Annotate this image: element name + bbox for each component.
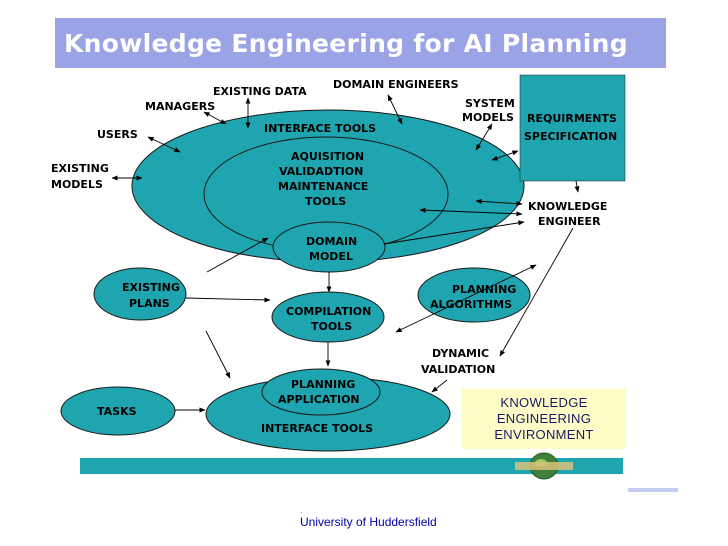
label-domain-engineers: DOMAIN ENGINEERS [333,78,459,91]
footer-dot: . [300,506,303,515]
tasks-ellipse [60,386,176,436]
university-footer: University of Huddersfield [300,515,437,529]
label-validadtion: VALIDADTION [279,165,363,178]
label-existing-plans-1: EXISTING [122,281,180,294]
ke-env-line-2: ENGINEERING [496,411,592,426]
label-validation: VALIDATION [421,363,495,376]
label-tools: TOOLS [305,195,346,208]
knowledge-engineering-environment-box: KNOWLEDGE ENGINEERING ENVIRONMENT [462,389,626,449]
label-planning-alg-2: ALGORITHMS [430,298,512,311]
label-existing-models-2: MODELS [51,178,103,191]
label-aquisition: AQUISITION [291,150,364,163]
label-system: SYSTEM [465,97,515,110]
label-users: USERS [97,128,138,141]
label-managers: MANAGERS [145,100,215,113]
label-domain: DOMAIN [306,235,357,248]
ke-env-line-3: ENVIRONMENT [494,427,594,442]
label-compilation-tools: TOOLS [311,320,352,333]
label-application: APPLICATION [278,393,360,406]
label-specification: SPECIFICATION [524,130,617,143]
requirements-spec-box [519,74,626,182]
ke-env-line-1: KNOWLEDGE [500,395,588,410]
slide-title: Knowledge Engineering for AI Planning [64,28,628,58]
planet-globe-logo-icon [515,452,573,480]
label-interface-tools-top: INTERFACE TOOLS [264,122,376,135]
label-planning-alg-1: PLANNING [452,283,516,296]
decorative-line [628,488,678,492]
label-requirements: REQUIRMENTS [527,112,617,125]
label-knowledge: KNOWLEDGE [528,200,607,213]
label-existing-plans-2: PLANS [129,297,170,310]
label-tasks: TASKS [97,405,137,418]
label-maintenance: MAINTENANCE [278,180,368,193]
label-interface-tools-bottom: INTERFACE TOOLS [261,422,373,435]
title-bar: Knowledge Engineering for AI Planning [55,18,666,68]
arrows [111,94,580,413]
planning-application-ellipse [261,368,381,416]
label-existing-data: EXISTING DATA [213,85,307,98]
label-compilation: COMPILATION [286,305,371,318]
label-planning: PLANNING [291,378,355,391]
label-dynamic: DYNAMIC [432,347,489,360]
label-engineer: ENGINEER [538,215,601,228]
existing-plans-ellipse [93,267,187,321]
label-model: MODEL [309,250,353,263]
footer-bar [80,458,623,474]
label-models: MODELS [462,111,514,124]
label-existing-models-1: EXISTING [51,162,109,175]
